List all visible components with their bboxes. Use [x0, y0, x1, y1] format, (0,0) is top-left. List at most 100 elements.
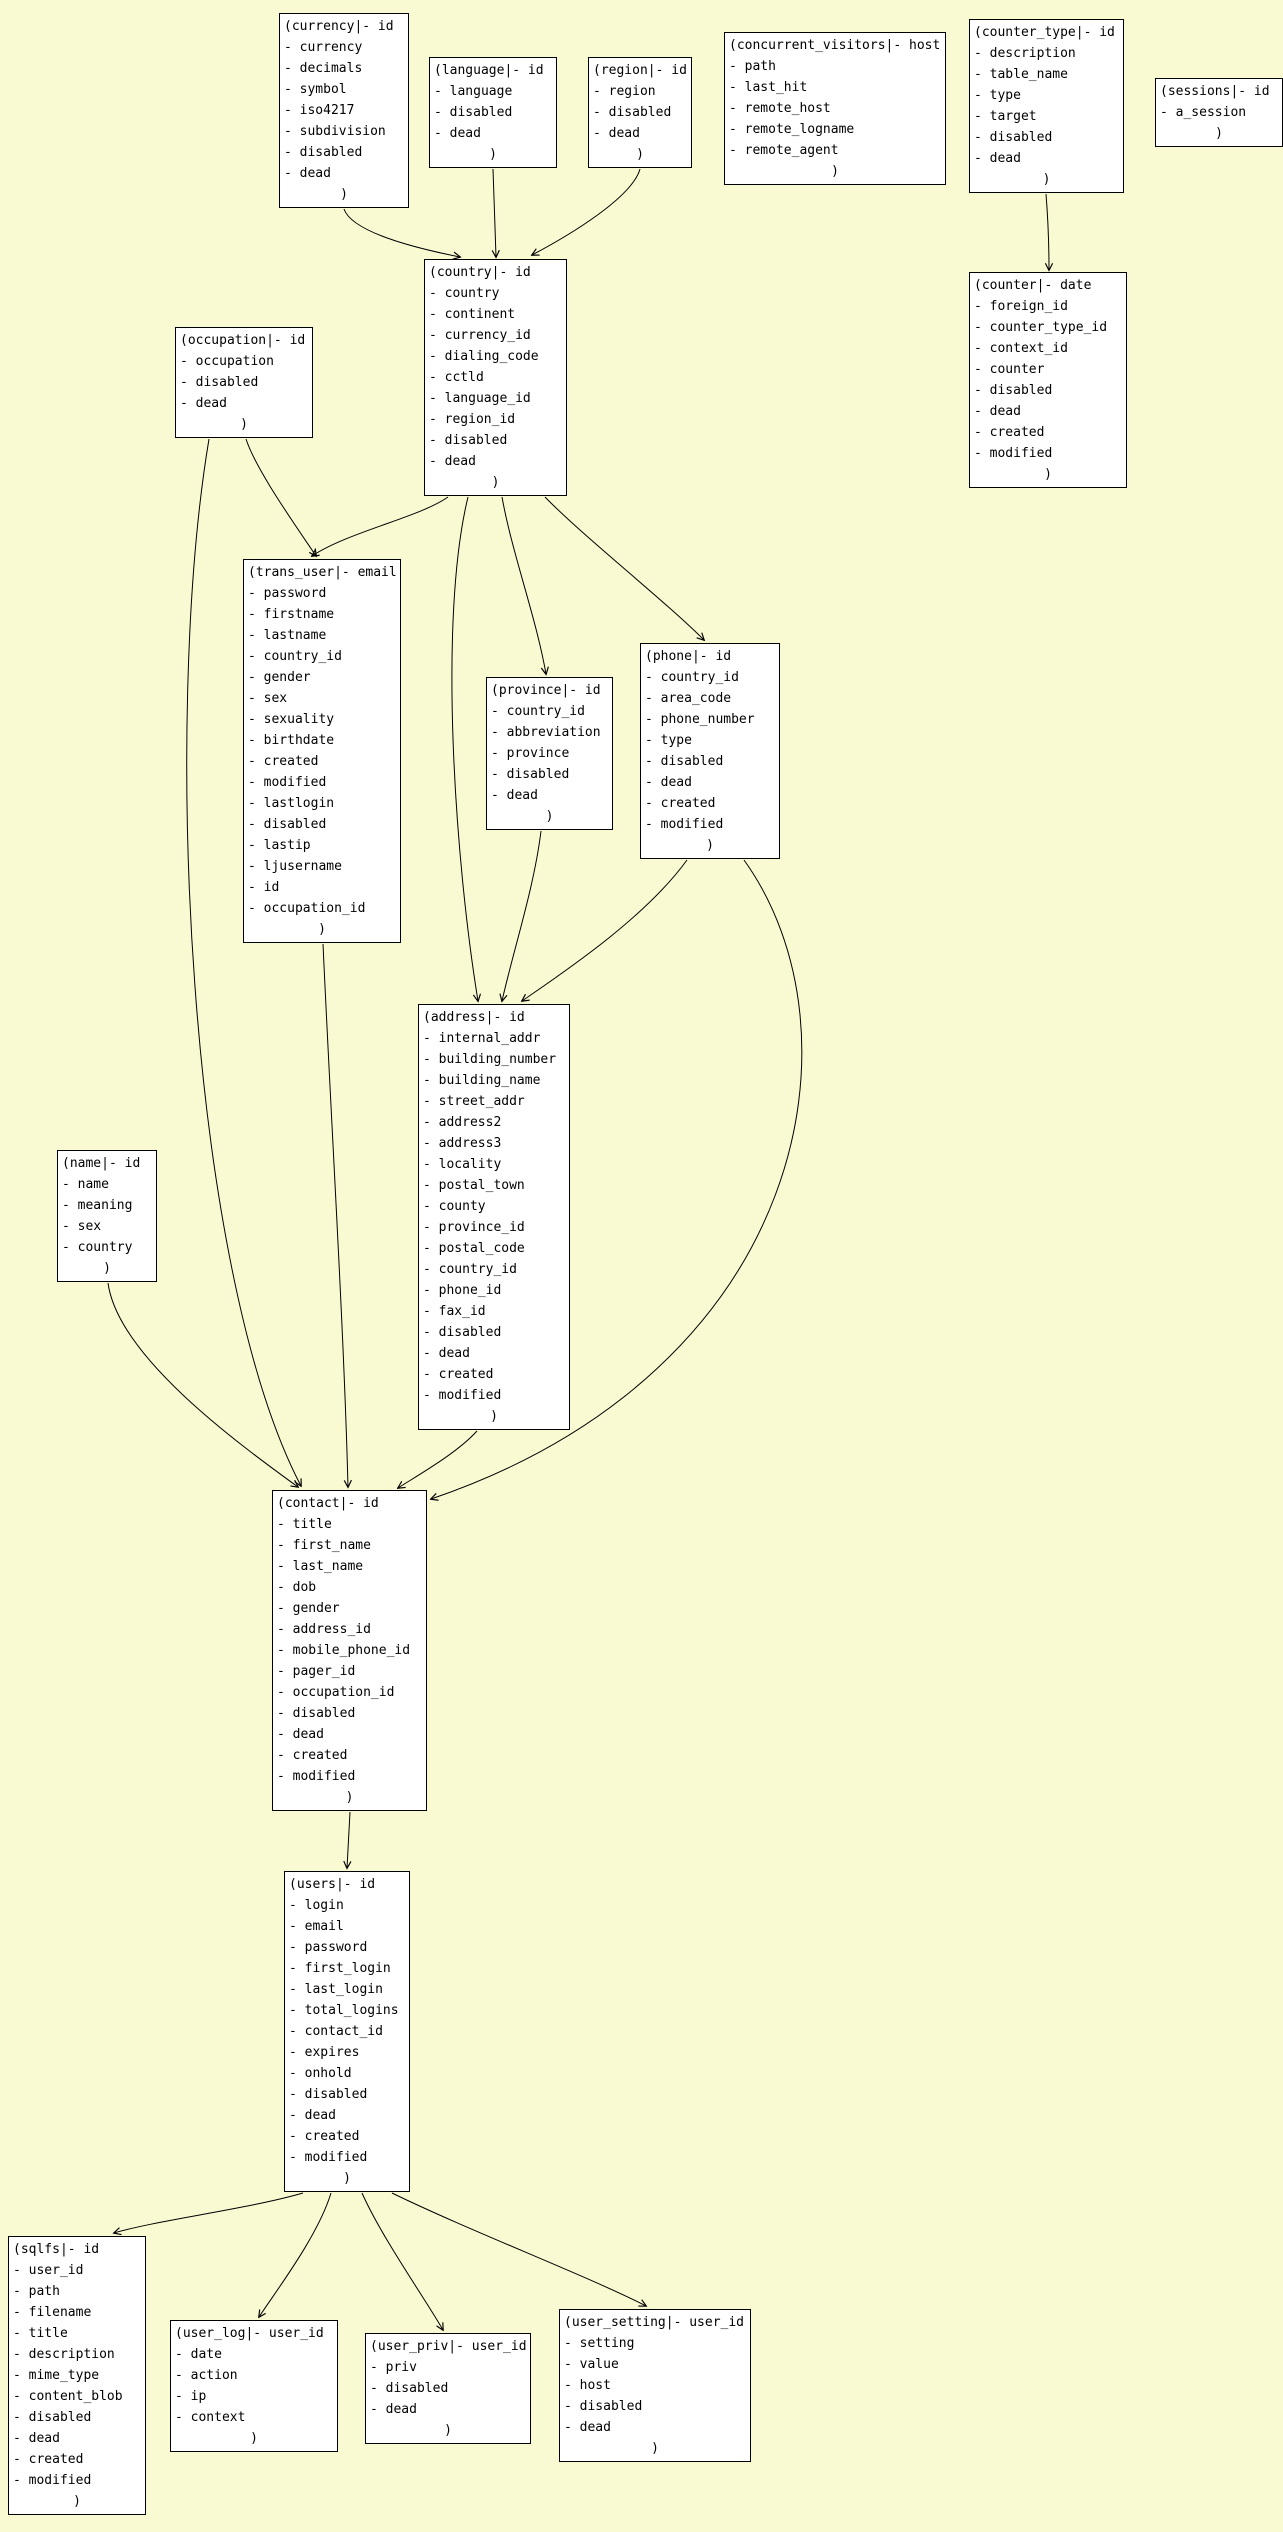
table-field: - password — [248, 586, 327, 601]
table-concurrent_visitors: (concurrent_visitors|- host- path- last_… — [724, 32, 946, 185]
table-field: - email — [289, 1919, 344, 1934]
table-header-currency: (currency|- id — [284, 19, 394, 34]
table-field: - description — [13, 2347, 115, 2362]
table-field: - user_id — [13, 2263, 84, 2278]
table-field: - date — [175, 2347, 222, 2362]
table-header-address: (address|- id — [423, 1010, 525, 1025]
table-field: - priv — [370, 2360, 417, 2375]
table-field: - country — [429, 286, 500, 301]
table-field: - country — [62, 1240, 133, 1255]
table-field: - gender — [277, 1601, 340, 1616]
table-field: - building_name — [423, 1073, 541, 1088]
table-field: - dead — [277, 1727, 324, 1742]
table-field: - disabled — [13, 2410, 92, 2425]
table-field: - type — [974, 88, 1021, 103]
table-field: - dead — [429, 454, 476, 469]
edge-region-to-country — [532, 168, 641, 255]
table-address: (address|- id- internal_addr- building_n… — [418, 1004, 570, 1430]
table-field: - birthdate — [248, 733, 335, 748]
edge-country-to-phone — [544, 496, 704, 640]
table-field: - table_name — [974, 67, 1068, 82]
table-field: - type — [645, 733, 692, 748]
table-field: - first_login — [289, 1961, 391, 1976]
table-field: - area_code — [645, 691, 732, 706]
edge-trans_user-to-contact — [322, 943, 348, 1487]
table-field: - contact_id — [289, 2024, 383, 2039]
table-field: - ip — [175, 2389, 207, 2404]
table-field: - building_number — [423, 1052, 557, 1067]
edge-phone-to-contact — [431, 859, 803, 1499]
table-field: - created — [13, 2452, 84, 2467]
edge-country-to-province — [501, 496, 546, 674]
edge-name-to-contact — [107, 1282, 298, 1487]
table-field: - expires — [289, 2045, 360, 2060]
table-field: - foreign_id — [974, 299, 1068, 314]
table-field: - mime_type — [13, 2368, 100, 2383]
table-field: - filename — [13, 2305, 92, 2320]
table-footer: ) — [489, 147, 497, 162]
table-field: - meaning — [62, 1198, 133, 1213]
table-field: - disabled — [974, 130, 1053, 145]
table-footer: ) — [490, 1409, 498, 1424]
table-field: - last_name — [277, 1559, 364, 1574]
table-field: - content_blob — [13, 2389, 123, 2404]
table-header-occupation: (occupation|- id — [180, 333, 306, 348]
table-counter_type: (counter_type|- id- description- table_n… — [969, 19, 1124, 193]
table-field: - counter_type_id — [974, 320, 1108, 335]
table-field: - symbol — [284, 82, 347, 97]
table-field: - value — [564, 2357, 619, 2372]
table-contact: (contact|- id- title- first_name- last_n… — [272, 1490, 427, 1811]
table-field: - language — [434, 84, 513, 99]
table-field: - address3 — [423, 1136, 502, 1151]
table-field: - modified — [277, 1769, 356, 1784]
edge-contact-to-users — [347, 1811, 350, 1868]
table-footer: ) — [636, 147, 644, 162]
table-field: - country_id — [423, 1262, 517, 1277]
edge-occupation-to-contact — [186, 438, 301, 1486]
table-field: - modified — [974, 446, 1053, 461]
table-field: - login — [289, 1898, 344, 1913]
table-field: - country_id — [491, 704, 585, 719]
table-field: - disabled — [434, 105, 513, 120]
table-trans_user: (trans_user|- email- password- firstname… — [243, 559, 401, 943]
table-field: - dead — [434, 126, 481, 141]
table-region: (region|- id- region- disabled- dead) — [588, 57, 692, 168]
table-field: - disabled — [645, 754, 724, 769]
edge-province-to-address — [502, 830, 542, 1001]
edge-country-to-trans_user — [312, 496, 449, 556]
table-header-region: (region|- id — [593, 63, 687, 78]
table-field: - continent — [429, 307, 516, 322]
table-field: - dead — [370, 2402, 417, 2417]
edge-phone-to-address — [522, 859, 688, 1001]
table-province: (province|- id- country_id- abbreviation… — [486, 677, 613, 830]
table-field: - region — [593, 84, 656, 99]
table-field: - path — [729, 59, 776, 74]
table-footer: ) — [73, 2494, 81, 2509]
edge-currency-to-country — [343, 208, 460, 257]
table-field: - dead — [289, 2108, 336, 2123]
table-footer: ) — [831, 164, 839, 179]
table-field: - lastlogin — [248, 796, 335, 811]
table-field: - modified — [13, 2473, 92, 2488]
edge-country-to-address — [451, 496, 478, 1001]
table-field: - iso4217 — [284, 103, 355, 118]
table-field: - cctld — [429, 370, 484, 385]
table-field: - mobile_phone_id — [277, 1643, 411, 1658]
table-field: - region_id — [429, 412, 516, 427]
table-field: - province — [491, 746, 570, 761]
table-field: - modified — [248, 775, 327, 790]
table-footer: ) — [491, 475, 500, 490]
table-field: - modified — [645, 817, 724, 832]
table-user_setting: (user_setting|- user_id- setting- value-… — [559, 2309, 751, 2462]
table-field: - dead — [491, 788, 538, 803]
edge-occupation-to-trans_user — [245, 438, 316, 556]
table-name: (name|- id- name- meaning- sex- country) — [57, 1150, 157, 1282]
table-field: - disabled — [370, 2381, 449, 2396]
table-field: - subdivision — [284, 124, 386, 139]
table-header-trans_user: (trans_user|- email — [248, 565, 396, 580]
table-field: - sex — [248, 691, 288, 706]
table-field: - lastname — [248, 628, 327, 643]
table-header-province: (province|- id — [491, 683, 601, 698]
table-field: - phone_number — [645, 712, 755, 727]
